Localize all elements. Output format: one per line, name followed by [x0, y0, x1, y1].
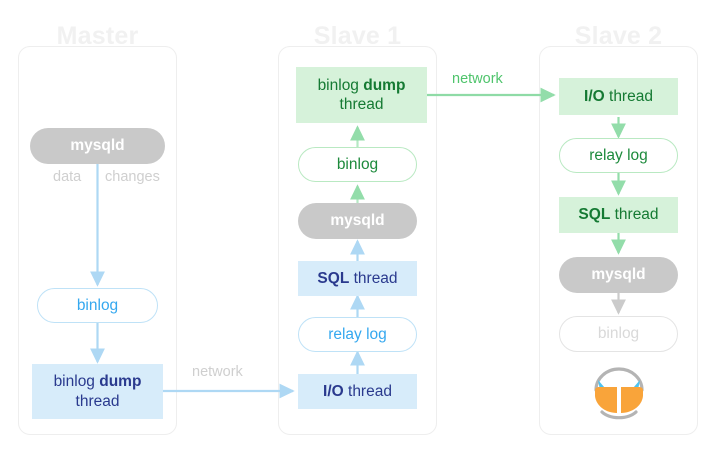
node-slave1-mysqld[interactable]: mysqld	[298, 203, 417, 239]
node-label: binlog	[597, 325, 640, 343]
caption-master-data: data	[53, 169, 82, 185]
node-slave2-io-thread[interactable]: I/O thread	[559, 78, 678, 115]
node-label: mysqld	[70, 137, 125, 155]
panel-title-slave1: Slave 1	[313, 22, 402, 50]
label-network-master-slave1: network	[192, 364, 243, 380]
node-master-mysqld[interactable]: mysqld	[30, 128, 165, 164]
node-label: relay log	[589, 146, 648, 164]
node-label: SQL thread	[317, 269, 398, 287]
node-label: I/O thread	[323, 382, 392, 400]
node-slave1-relay-log[interactable]: relay log	[298, 317, 417, 352]
node-slave2-relay-log[interactable]: relay log	[559, 138, 678, 173]
node-slave1-sql-thread[interactable]: SQL thread	[298, 261, 417, 296]
node-slave1-io-thread[interactable]: I/O thread	[298, 374, 417, 409]
node-label: SQL thread	[578, 206, 659, 224]
dolphin-mascot-icon	[586, 360, 652, 426]
label-network-slave1-slave2: network	[452, 71, 503, 87]
node-slave2-mysqld[interactable]: mysqld	[559, 257, 678, 293]
node-label: binlog	[336, 155, 379, 173]
node-label: mysqld	[591, 266, 646, 284]
node-slave1-binlog[interactable]: binlog	[298, 147, 417, 182]
node-slave2-sql-thread[interactable]: SQL thread	[559, 197, 678, 233]
node-label: binlog	[76, 296, 119, 314]
node-label: I/O thread	[584, 87, 653, 105]
caption-master-changes: changes	[105, 169, 160, 185]
node-master-binlog[interactable]: binlog	[37, 288, 158, 323]
node-label: relay log	[328, 325, 387, 343]
panel-title-slave2: Slave 2	[574, 22, 663, 50]
panel-title-master: Master	[56, 22, 139, 50]
node-label: mysqld	[330, 212, 385, 230]
node-slave2-binlog[interactable]: binlog	[559, 316, 678, 352]
